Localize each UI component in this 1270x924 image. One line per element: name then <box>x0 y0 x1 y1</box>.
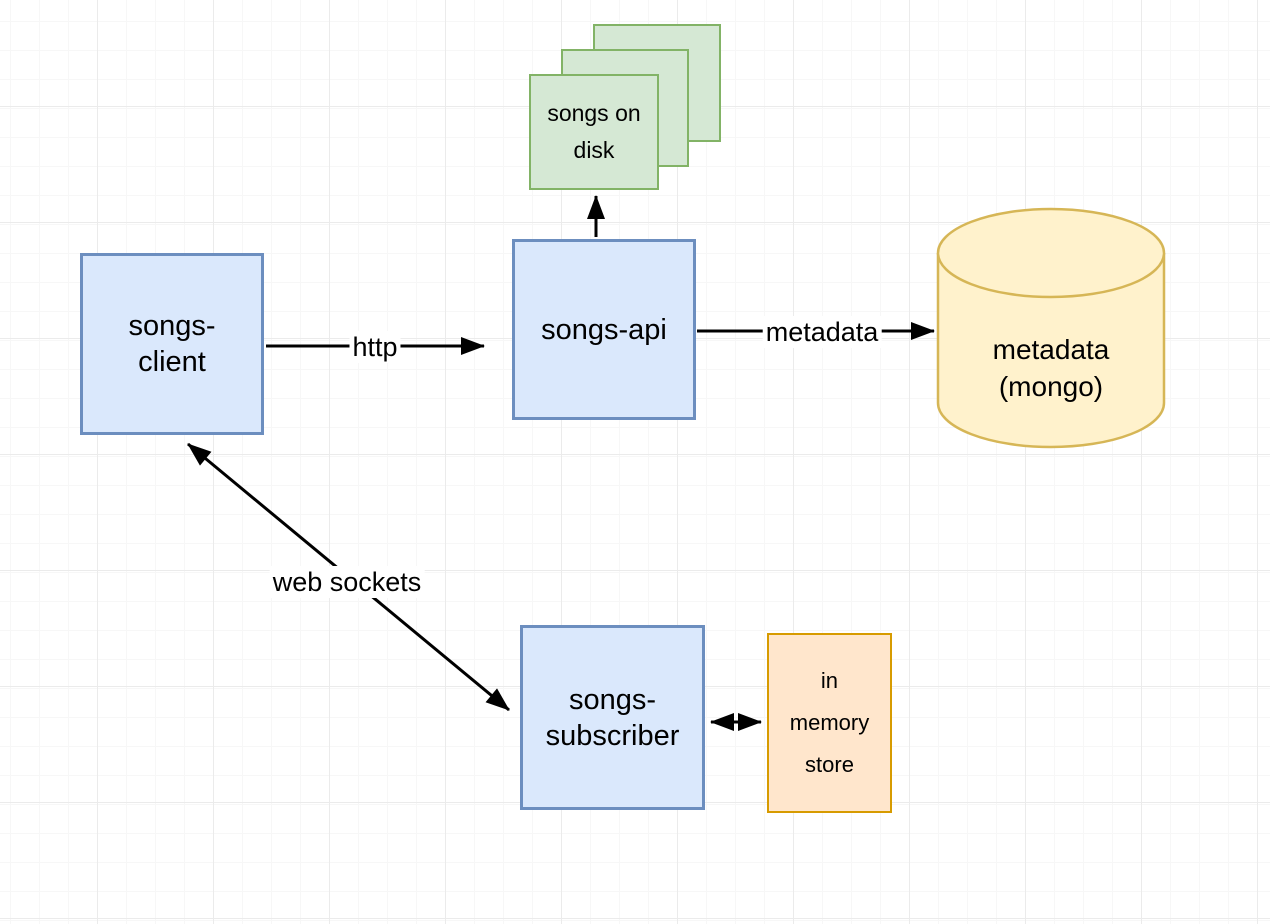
node-songs-on-disk: songs on disk <box>529 74 659 190</box>
node-label-songs-on-disk: songs on disk <box>547 100 641 163</box>
node-label-songs-subscriber: songs- subscriber <box>545 683 680 752</box>
node-label-songs-client: songs- client <box>128 310 216 378</box>
database-cylinder-top <box>936 207 1166 299</box>
node-in-memory-store: in memory store <box>767 633 892 813</box>
node-metadata-mongo <box>936 207 1166 449</box>
node-label-in-memory-store: in memory store <box>789 668 870 777</box>
node-label-metadata-mongo: metadata (mongo) <box>992 334 1110 402</box>
node-songs-api: songs-api <box>512 239 696 420</box>
edge-label-metadata: metadata <box>762 316 882 348</box>
node-label-songs-api: songs-api <box>541 313 667 346</box>
node-songs-client: songs- client <box>80 253 264 435</box>
edge-label-http: http <box>349 331 401 363</box>
node-songs-subscriber: songs- subscriber <box>520 625 705 810</box>
database-cylinder-body <box>936 253 1166 449</box>
edge-label-web-sockets: web sockets <box>269 566 425 598</box>
